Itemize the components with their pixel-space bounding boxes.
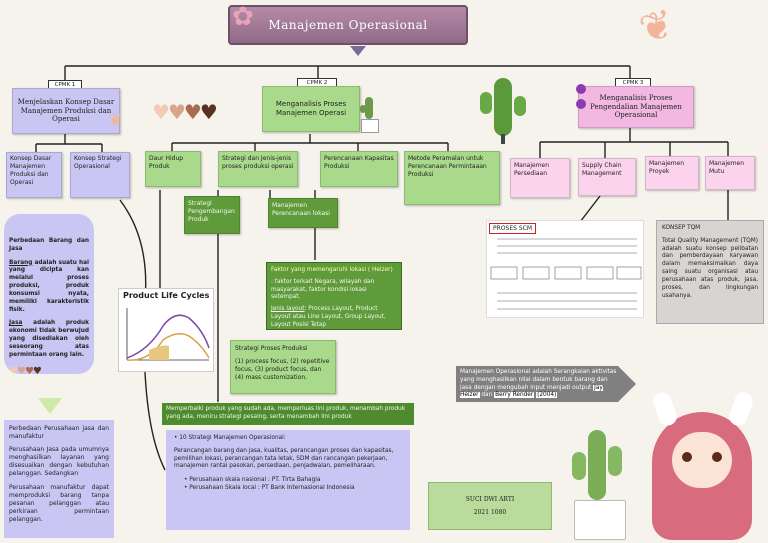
strategi-proses-title: Strategi Proses Produksi xyxy=(235,345,308,352)
circle-icon xyxy=(576,84,586,94)
perbedaan-perusahaan-box: Perbedaan Perusahaan jasa dan manufaktur… xyxy=(4,420,114,538)
konsep-strategi-box: Konsep Strategi Operasional xyxy=(70,152,130,198)
perbedaan-title: Perbedaan Perusahaan jasa dan manufaktur xyxy=(9,425,109,441)
branch-1-header: Menjelaskan Konsep Dasar Manajemen Produ… xyxy=(12,88,120,134)
potted-cactus-icon xyxy=(358,95,380,133)
plc-title: Product Life Cycles xyxy=(123,291,210,300)
page-title: Manajemen Operasional xyxy=(228,5,468,45)
hearts-icon: ♥♥♥♥ xyxy=(9,366,42,378)
circle-icon xyxy=(576,99,586,109)
faktor-text: : faktor terkait Negara, wilayah dan mas… xyxy=(271,278,375,301)
manajemen-persediaan-box: Manajemen Persediaan xyxy=(510,158,570,198)
plc-curves xyxy=(126,308,210,361)
butterfly-small-icon: ❦ xyxy=(108,110,124,131)
barang-jasa-card: Perbedaan Barang dan Jasa Barang adalah … xyxy=(4,214,94,377)
faktor-lokasi-box: Faktor yang memengaruhi lokasi ( Heizer)… xyxy=(266,262,402,330)
product-life-cycle-chart: Product Life Cycles xyxy=(118,288,214,372)
manajemen-proyek-box: Manajemen Proyek xyxy=(645,156,699,190)
perbedaan-jasa: Perusahaan Jasa pada umumnya menghasilka… xyxy=(9,446,109,478)
memperbaiki-produk-box: Memperbaiki produk yang sudah ada, mempe… xyxy=(162,403,414,425)
author-name: SUCI DWI ARTI xyxy=(465,496,515,503)
konsep-dasar-box: Konsep Dasar Manajemen Produksi dan Oper… xyxy=(6,152,62,198)
daur-hidup-box: Daur Hidup Produk xyxy=(145,151,201,187)
barang-definition: Barang adalah suatu hal yang dicipta kan… xyxy=(9,259,89,313)
definition-banner: Manajemen Operasional adalah Serangkaian… xyxy=(456,366,636,402)
barang-jasa-title: Perbedaan Barang dan Jasa xyxy=(9,238,89,252)
girl-illustration xyxy=(648,389,758,540)
metode-peramalan-box: Metode Peramalan untuk Perencanaan Permi… xyxy=(404,151,500,205)
manajemen-lokasi-box: Manajemen Perencanaan lokasi xyxy=(268,198,338,228)
scm-diagram: PROSES SCM xyxy=(486,220,644,318)
down-arrow-icon xyxy=(350,46,366,56)
strategi-10-text: Perancangan barang dan jasa, kualitas, p… xyxy=(174,447,394,470)
layout-text: Jenis layout: Process Layout, Product La… xyxy=(271,306,386,328)
strategi-10-title: • 10 Strategi Manajemen Operasional: xyxy=(174,435,286,441)
branch-3-header: Menganalisis Proses Pengendalian Manajem… xyxy=(578,86,694,128)
faktor-title: Faktor yang memengaruhi lokasi ( Heizer) xyxy=(271,267,393,273)
flower-icon: ✿ xyxy=(232,2,254,32)
author-id: 2021 1080 xyxy=(473,509,507,516)
branch-2-header: Menganalisis Proses Manajemen Operasi xyxy=(262,86,360,132)
strategi-proses-box: Strategi Proses Produksi (1) process foc… xyxy=(230,340,336,394)
tqm-text: Total Quality Management (TQM) adalah su… xyxy=(662,237,758,299)
strategi-proses-text: (1) process focus, (2) repetitive focus,… xyxy=(235,358,330,382)
strategi-10-box: • 10 Strategi Manajemen Operasional: Per… xyxy=(166,430,410,530)
tqm-box: KONSEP TQM Total Quality Management (TQM… xyxy=(656,220,764,324)
hearts-palette-icon: ♥♥♥♥ xyxy=(152,100,218,124)
cactus-icon xyxy=(476,74,532,144)
arrow-down-icon xyxy=(38,398,62,414)
tqm-title: KONSEP TQM xyxy=(662,225,701,231)
perencanaan-kapasitas-box: Perencanaan Kapasitas Produksi xyxy=(320,151,398,187)
manajemen-mutu-box: Manajemen Mutu xyxy=(705,156,755,190)
scm-flow xyxy=(490,238,642,310)
jasa-definition: Jasa adalah produk ekonomi tidak berwuju… xyxy=(9,320,89,358)
scm-title: PROSES SCM xyxy=(489,223,536,234)
strategi-pengembangan-box: Strategi Pengembangan Produk xyxy=(184,196,240,234)
lokal-item: • Perusahaan Skala local : PT Bank Inter… xyxy=(184,485,355,492)
potted-cactus-large-icon xyxy=(566,424,632,540)
supply-chain-box: Supply Chain Management xyxy=(578,158,636,196)
author-box: SUCI DWI ARTI 2021 1080 xyxy=(428,482,552,530)
nasional-item: • Perusahaan skala nasional : PT. Tirta … xyxy=(184,477,321,484)
perbedaan-manufaktur: Perusahaan manufaktur dapat memproduksi … xyxy=(9,483,109,523)
strategi-jenis-box: Strategi dan Jenis-jenis proses produksi… xyxy=(218,151,298,187)
